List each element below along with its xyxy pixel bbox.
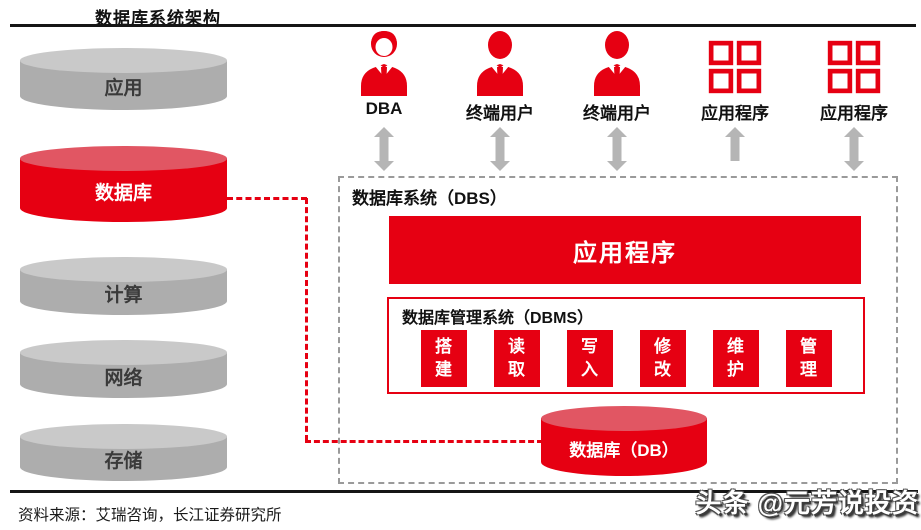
layer-label: 应用	[104, 77, 143, 99]
dbms-function-block: 修改	[639, 330, 686, 387]
layer-cylinder-application: 应用	[20, 48, 227, 110]
db-cylinder: 数据库（DB）	[541, 406, 707, 476]
dbms-function-block: 写入	[566, 330, 613, 387]
bottom-divider-line	[10, 490, 918, 493]
actor-label: 终端用户	[583, 104, 651, 123]
double-arrow-icon	[725, 127, 745, 171]
dbms-function-block: 管理	[785, 330, 832, 387]
actor-end-user-2: 终端用户	[557, 28, 677, 124]
layer-label: 计算	[104, 284, 143, 306]
actor-label: DBA	[365, 99, 403, 118]
dbms-function-block: 读取	[493, 330, 540, 387]
page-title: 数据库系统架构	[95, 9, 221, 28]
double-arrow-icon	[490, 127, 510, 171]
db-cylinder-label: 数据库（DB）	[569, 440, 679, 460]
dbs-box-title: 数据库系统（DBS）	[352, 189, 507, 208]
actor-label: 应用程序	[701, 104, 769, 123]
layer-cylinder-network: 网络	[20, 340, 227, 398]
actor-label: 终端用户	[466, 104, 534, 123]
dbms-function-row: 搭建 读取 写入 修改 维护 管理	[389, 330, 863, 387]
dba-person-icon	[359, 28, 409, 96]
connector-dashed-vertical	[305, 198, 308, 441]
dbs-system-box: 数据库系统（DBS） 应用程序 数据库管理系统（DBMS） 搭建 读取 写入 修…	[338, 176, 898, 484]
function-label: 管理	[800, 336, 817, 379]
end-user-person-icon	[592, 28, 642, 96]
end-user-person-icon	[475, 28, 525, 96]
connector-dashed-horizontal-2	[305, 440, 543, 443]
dbms-function-block: 维护	[712, 330, 759, 387]
double-arrow-icon	[374, 127, 394, 171]
function-label: 维护	[727, 336, 744, 379]
function-label: 搭建	[435, 336, 452, 379]
top-divider-line	[10, 24, 916, 27]
layer-cylinder-database: 数据库	[20, 146, 227, 222]
source-note: 资料来源：艾瑞咨询，长江证券研究所	[18, 507, 282, 524]
cylinder-top	[20, 257, 227, 282]
watermark-text: 头条 @元芳说投资	[695, 488, 919, 518]
actor-end-user-1: 终端用户	[440, 28, 560, 124]
application-program-bar: 应用程序	[389, 216, 861, 284]
dbms-box: 数据库管理系统（DBMS） 搭建 读取 写入 修改 维护 管理	[387, 297, 865, 394]
layer-label: 存储	[104, 451, 143, 472]
double-arrow-icon	[844, 127, 864, 171]
layer-label: 数据库	[94, 182, 152, 204]
cylinder-top	[20, 48, 227, 73]
cylinder-top	[20, 146, 227, 171]
app-grid-icon	[707, 28, 763, 96]
dbms-function-block: 搭建	[420, 330, 467, 387]
connector-dashed-horizontal-1	[227, 197, 307, 200]
function-label: 修改	[654, 336, 671, 379]
layer-label: 网络	[104, 367, 143, 389]
layer-cylinder-compute: 计算	[20, 257, 227, 315]
actor-application-1: 应用程序	[675, 28, 795, 124]
dbms-box-title: 数据库管理系统（DBMS）	[402, 310, 594, 327]
actor-label: 应用程序	[820, 104, 888, 123]
actor-dba: DBA	[324, 28, 444, 119]
function-label: 写入	[581, 336, 598, 379]
cylinder-top	[20, 340, 227, 365]
function-label: 读取	[508, 336, 525, 379]
cylinder-top	[20, 424, 227, 449]
actor-application-2: 应用程序	[794, 28, 914, 124]
layer-cylinder-storage: 存储	[20, 424, 227, 481]
double-arrow-icon	[607, 127, 627, 171]
app-grid-icon	[826, 28, 882, 96]
cylinder-top	[541, 406, 707, 431]
